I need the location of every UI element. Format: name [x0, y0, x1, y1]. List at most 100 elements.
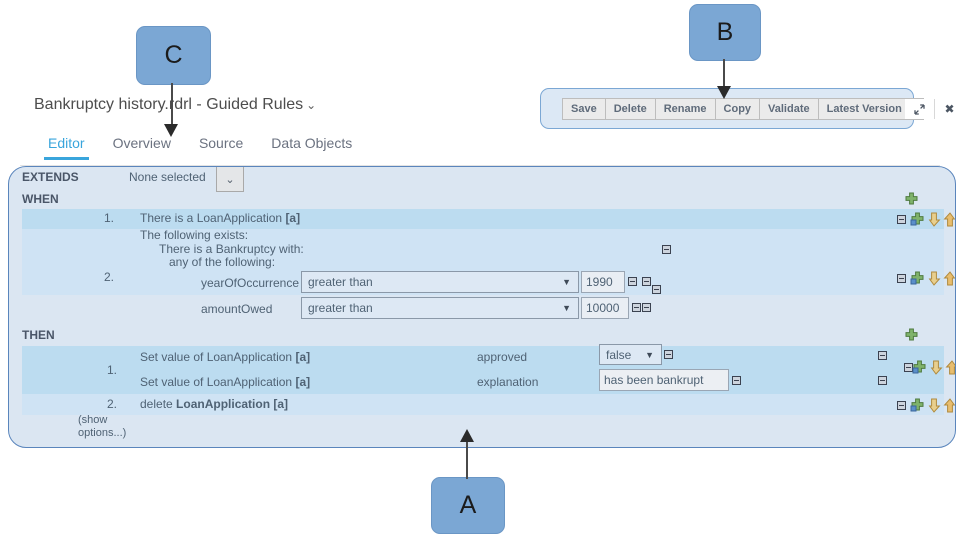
when-row-2-add-icon[interactable]	[910, 271, 925, 288]
page-title-text: Bankruptcy history.rdrl - Guided Rules	[34, 96, 304, 113]
when-row-2-number: 2.	[104, 270, 115, 284]
then-row-2-remove-icon[interactable]	[897, 401, 906, 410]
constraint-2-value-input[interactable]: 10000	[581, 297, 629, 319]
constraint-2-value-text: 10000	[586, 301, 620, 315]
then-row-1-band	[22, 346, 944, 394]
add-condition-icon[interactable]	[904, 192, 919, 207]
tab-source[interactable]: Source	[198, 135, 244, 151]
constraint-2-options-icon[interactable]	[642, 303, 651, 312]
callout-b-leader-line	[723, 59, 725, 90]
tab-overview[interactable]: Overview	[112, 135, 171, 151]
validate-button[interactable]: Validate	[759, 97, 818, 120]
then-assign-2-remove-icon[interactable]	[732, 376, 741, 385]
when-row-1-text: There is a LoanApplication [a]	[140, 211, 300, 225]
callout-c-label: C	[164, 41, 183, 69]
callout-b: B	[689, 4, 761, 61]
callout-c-leader-line	[171, 83, 173, 128]
constraint-1-remove-icon[interactable]	[628, 277, 637, 286]
then-assign-1-value-select[interactable]: false ▼	[599, 344, 662, 365]
then-label: THEN	[22, 328, 55, 342]
constraint-1-value-text: 1990	[586, 275, 613, 289]
then-assign-1-value-text: false	[606, 347, 632, 362]
when-row-2-remove-pattern-icon[interactable]	[662, 245, 671, 254]
page-title: Bankruptcy history.rdrl - Guided Rules⌄	[34, 96, 316, 114]
callout-b-label: B	[716, 18, 734, 46]
then-assign-2-value-text: has been bankrupt	[604, 373, 704, 387]
constraint-1-value-input[interactable]: 1990	[581, 271, 625, 293]
tab-divider	[20, 165, 940, 166]
then-assign-1-remove-icon[interactable]	[664, 350, 673, 359]
constraint-1-options-icon[interactable]	[642, 277, 651, 286]
callout-b-arrowhead	[717, 86, 731, 99]
then-row-2-move-up-icon[interactable]	[943, 398, 955, 415]
caret-down-icon: ▼	[562, 303, 571, 313]
rename-button[interactable]: Rename	[654, 97, 715, 120]
then-row-2-prefix: delete	[140, 397, 177, 411]
then-assign-2-prefix: Set value of LoanApplication	[140, 375, 296, 389]
when-row-2-line3: any of the following:	[169, 255, 276, 269]
caret-down-icon: ▼	[645, 349, 654, 360]
save-button[interactable]: Save	[562, 97, 605, 120]
then-row-2-target: LoanApplication [a]	[176, 397, 289, 411]
then-row-2-band	[22, 394, 944, 415]
when-row-1-prefix: There is a LoanApplication	[140, 211, 286, 225]
extends-dropdown-button[interactable]: ⌄	[216, 167, 244, 192]
extends-selected-value: None selected	[129, 170, 206, 184]
then-row-2-add-icon[interactable]	[910, 398, 925, 415]
when-row-1-band	[22, 209, 944, 229]
then-assign-2-binding: [a]	[295, 375, 311, 389]
then-row-1-add-icon[interactable]	[912, 360, 927, 377]
toolbar-button-group: Save Delete Rename Copy Validate Latest …	[562, 97, 925, 120]
when-row-2-remove-icon[interactable]	[897, 274, 906, 283]
tab-editor[interactable]: Editor	[34, 126, 99, 160]
constraint-1-extra-icon[interactable]	[652, 285, 661, 294]
then-row-2-number: 2.	[107, 397, 118, 411]
constraint-1-field: yearOfOccurrence	[201, 276, 300, 290]
callout-c-arrowhead	[164, 124, 178, 137]
callout-a-arrowhead	[460, 429, 474, 442]
rule-editor-panel: EXTENDS None selected ⌄ WHEN 1. There is…	[8, 166, 956, 448]
constraint-2-operator-value: greater than	[308, 301, 373, 315]
then-assign-1-prefix: Set value of LoanApplication	[140, 350, 296, 364]
then-assign-2-field: explanation	[477, 375, 539, 389]
constraint-2-remove-icon[interactable]	[632, 303, 641, 312]
when-row-1-remove-icon[interactable]	[897, 215, 906, 224]
when-row-2-move-down-icon[interactable]	[927, 271, 941, 288]
maximize-icon[interactable]	[905, 99, 934, 119]
chevron-down-icon: ⌄	[225, 173, 235, 186]
then-assign-1-binding: [a]	[295, 350, 311, 364]
constraint-1-operator-value: greater than	[308, 275, 373, 289]
then-row-1-number: 1.	[107, 363, 118, 377]
then-row-1-remove-first-icon[interactable]	[878, 351, 887, 360]
then-assign-1-field: approved	[477, 350, 528, 364]
extends-label: EXTENDS	[22, 170, 79, 184]
constraint-1-operator-select[interactable]: greater than ▼	[301, 271, 579, 293]
when-row-2-line2: There is a Bankruptcy with:	[159, 242, 304, 256]
then-assign-2-value-input[interactable]: has been bankrupt	[599, 369, 729, 391]
show-options-link[interactable]: (show options...)	[78, 414, 127, 439]
when-row-2-move-up-icon[interactable]	[943, 271, 955, 288]
then-row-1-move-down-icon[interactable]	[929, 360, 943, 377]
add-action-icon[interactable]	[904, 328, 919, 343]
callout-c: C	[136, 26, 211, 85]
copy-button[interactable]: Copy	[714, 97, 760, 120]
constraint-2-operator-select[interactable]: greater than ▼	[301, 297, 579, 319]
when-row-1-number: 1.	[104, 211, 115, 225]
when-row-1-add-icon[interactable]	[910, 212, 925, 229]
delete-button[interactable]: Delete	[604, 97, 655, 120]
tab-data-objects[interactable]: Data Objects	[271, 135, 353, 151]
close-icon[interactable]: ✖	[934, 99, 964, 119]
caret-down-icon: ▼	[562, 277, 571, 287]
when-row-1-binding: [a]	[285, 211, 301, 225]
when-row-1-move-down-icon[interactable]	[927, 212, 941, 229]
version-dropdown-label: Latest Version	[826, 102, 902, 115]
then-row-2-move-down-icon[interactable]	[927, 398, 941, 415]
callout-a-label: A	[459, 491, 477, 519]
when-row-1-move-up-icon[interactable]	[943, 212, 955, 229]
then-assign-1-text: Set value of LoanApplication [a]	[140, 350, 310, 364]
then-row-1-remove-second-icon[interactable]	[878, 376, 887, 385]
tab-bar: Editor Overview Source Data Objects	[20, 126, 397, 166]
then-row-1-move-up-icon[interactable]	[945, 360, 955, 377]
chevron-down-icon[interactable]: ⌄	[306, 98, 317, 112]
then-row-2-text: delete LoanApplication [a]	[140, 397, 288, 411]
